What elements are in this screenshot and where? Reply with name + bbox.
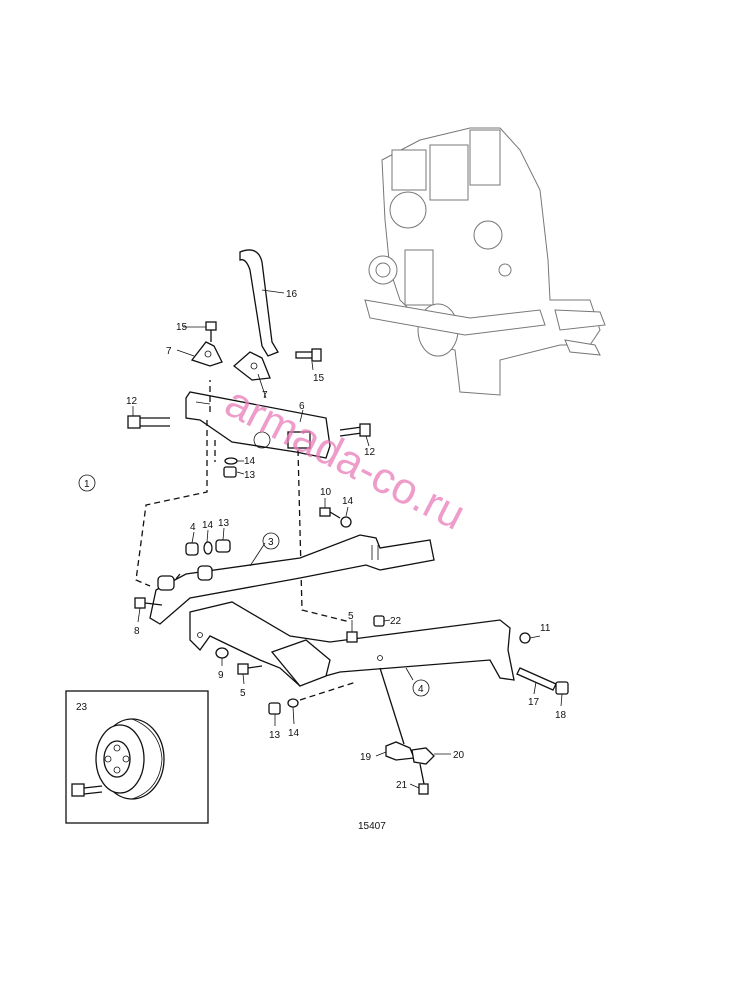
callout-8: 8 (134, 626, 140, 637)
bolt-10 (319, 507, 352, 528)
engine-illustration (364, 127, 606, 396)
bolt-5-lower (237, 663, 263, 675)
callout-7: 7 (262, 390, 268, 401)
washer-nut-set-upper (223, 457, 238, 478)
washer-11 (519, 632, 531, 644)
stud-17 (516, 667, 557, 691)
callout-14: 14 (244, 456, 256, 467)
nut-22 (373, 615, 385, 627)
assembly-lines (135, 380, 357, 701)
callout-14: 14 (342, 496, 354, 507)
callout-14: 14 (202, 520, 214, 531)
bolt-15-upper (205, 321, 217, 342)
callout-14: 14 (288, 728, 300, 739)
callout-16: 16 (286, 289, 298, 300)
figure-code: 15407 (358, 821, 386, 832)
watermark: armada-co.ru (217, 377, 472, 539)
callout-22: 22 (390, 616, 402, 627)
callout-20: 20 (453, 750, 465, 761)
upper-crossmember (185, 391, 331, 459)
callout-18: 18 (555, 710, 567, 721)
connecting-bar (149, 534, 435, 625)
spacer-set (185, 539, 231, 556)
callout-13: 13 (244, 470, 256, 481)
mounting-bracket-right (232, 351, 271, 381)
callout-1-circle (78, 474, 96, 492)
bolt-5-upper (346, 631, 358, 643)
callout-13: 13 (269, 730, 281, 741)
callout-15: 15 (313, 373, 325, 384)
callout-9: 9 (218, 670, 224, 681)
callout-1: 1 (84, 479, 90, 490)
bolt-12-left (127, 415, 170, 429)
callout-12: 12 (364, 447, 376, 458)
callout-12: 12 (126, 396, 138, 407)
bolt-12-right (339, 423, 371, 437)
nut-18 (555, 681, 569, 695)
callout-5: 5 (348, 611, 354, 622)
callout-6: 6 (299, 401, 305, 412)
callout-19: 19 (360, 752, 372, 763)
callout-labels: 16 15 7 15 7 6 12 12 14 13 1 10 14 4 14 … (76, 289, 567, 832)
callout-23: 23 (76, 702, 88, 713)
callout-3: 4 (190, 522, 196, 533)
callout-4-circle (412, 679, 430, 697)
washer-9 (215, 647, 229, 659)
callout-7: 7 (166, 346, 172, 357)
leader-lines (132, 326, 563, 789)
callout-17: 17 (528, 697, 540, 708)
lower-frame (189, 601, 515, 687)
inset-pulley (65, 690, 209, 824)
callout-2-circle (262, 532, 280, 550)
callout-10: 10 (320, 487, 332, 498)
clamp-assembly (379, 667, 435, 795)
callout-2: 3 (268, 537, 274, 548)
support-strap (239, 249, 285, 357)
callout-21: 21 (396, 780, 408, 791)
mounting-bracket-left (190, 341, 223, 367)
callout-15: 15 (176, 322, 188, 333)
washer-nut-set-lower (268, 698, 299, 715)
callout-4: 4 (418, 684, 424, 695)
callout-11: 11 (540, 623, 551, 634)
callout-13: 13 (218, 518, 230, 529)
callout-5: 5 (240, 688, 246, 699)
bolt-15-lower (295, 348, 322, 362)
